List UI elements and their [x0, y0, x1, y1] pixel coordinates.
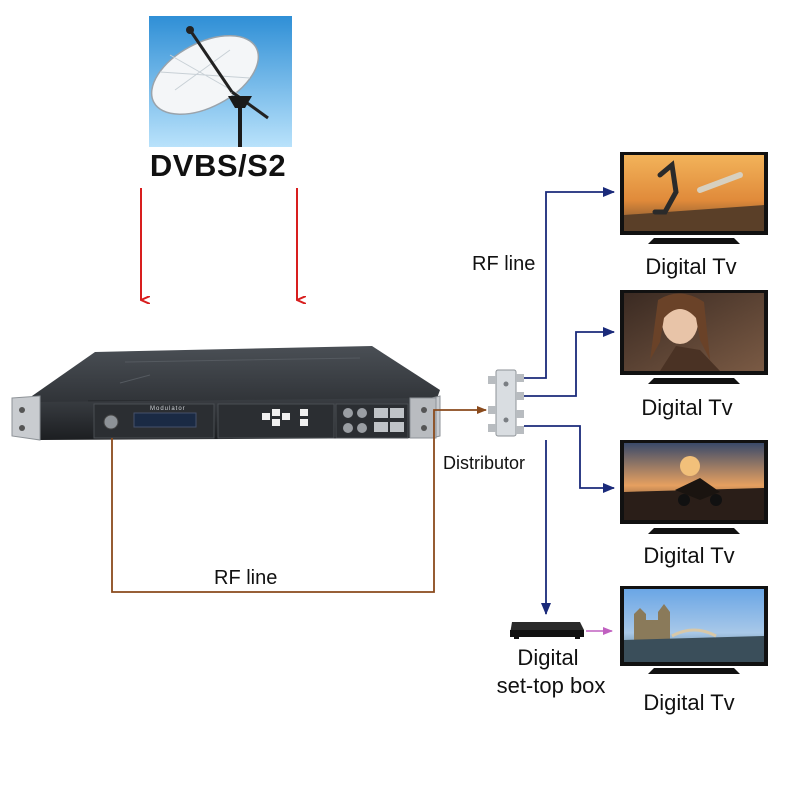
- tv-2-icon: [620, 290, 768, 384]
- tv-3-label: Digital Tv: [643, 543, 735, 568]
- tv-3-icon: [620, 440, 768, 534]
- modulator-panel-label: Modulator: [150, 406, 186, 412]
- tv-1-icon: [620, 152, 768, 244]
- modulator-device: [11, 346, 441, 441]
- tv-2-label: Digital Tv: [641, 395, 733, 420]
- set-top-box-label-line1: Digital: [517, 645, 579, 670]
- rf-line-label-bottom: RF line: [214, 567, 278, 589]
- link-to-tv-3: [524, 425, 615, 493]
- set-top-box-icon: [510, 622, 584, 639]
- distributor-splitter: [488, 369, 524, 437]
- rf-cable: [111, 406, 487, 593]
- distributor-label: Distributor: [443, 453, 526, 473]
- tv-4-label: Digital Tv: [643, 690, 735, 715]
- tv-4-icon: [620, 586, 768, 674]
- rf-line-label-right: RF line: [472, 253, 536, 275]
- source-label: DVBS/S2: [149, 148, 287, 183]
- set-top-box-label-line2: set-top box: [496, 673, 606, 698]
- link-to-tv-2: [524, 327, 615, 397]
- tv-1-label: Digital Tv: [645, 254, 737, 279]
- link-to-tv-1: [524, 187, 615, 379]
- satellite-dish-icon: [149, 16, 292, 147]
